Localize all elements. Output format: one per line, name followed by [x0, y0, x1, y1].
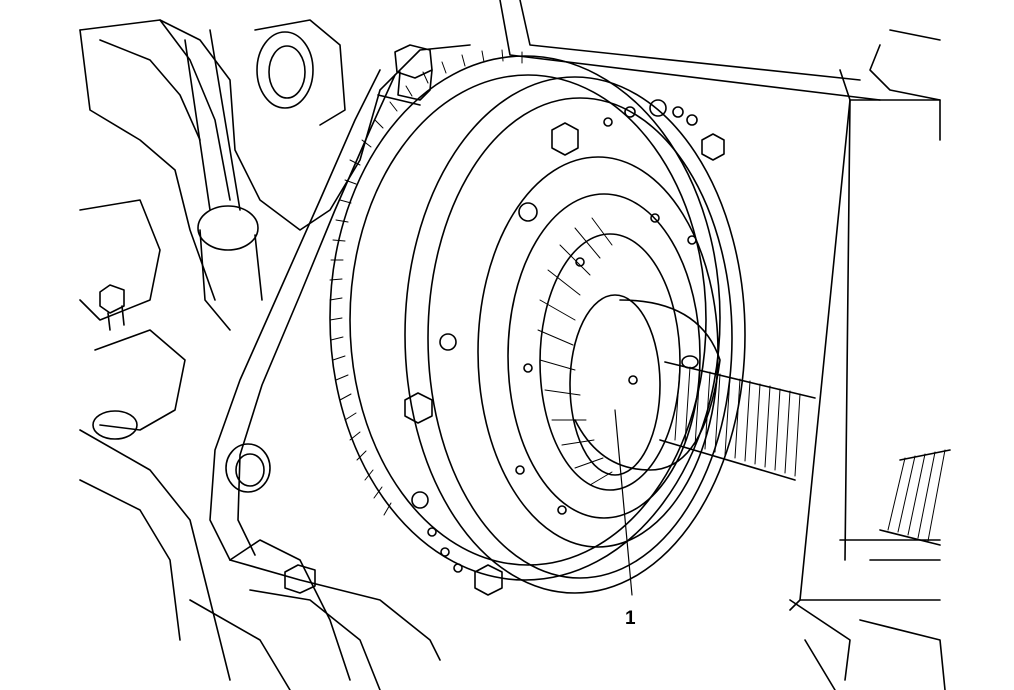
- bellhousing-plate: [209, 44, 441, 661]
- support-frame: [499, 0, 946, 690]
- pressure-plate: [404, 76, 746, 596]
- threaded-shaft: [659, 361, 951, 546]
- pressure-plate-bolts: [404, 122, 725, 596]
- bolt-bottom: [284, 564, 316, 594]
- mounting-holes: [411, 99, 698, 573]
- callout-1: 1: [614, 409, 636, 629]
- diaphragm-fingers: [537, 217, 613, 486]
- bolt-left: [99, 284, 125, 331]
- engine-block: [79, 19, 471, 690]
- gear-teeth: [329, 49, 523, 516]
- callout-leader-line: [614, 409, 633, 596]
- callout-label-1: 1: [625, 608, 636, 629]
- flywheel-ring-gear: [329, 49, 721, 581]
